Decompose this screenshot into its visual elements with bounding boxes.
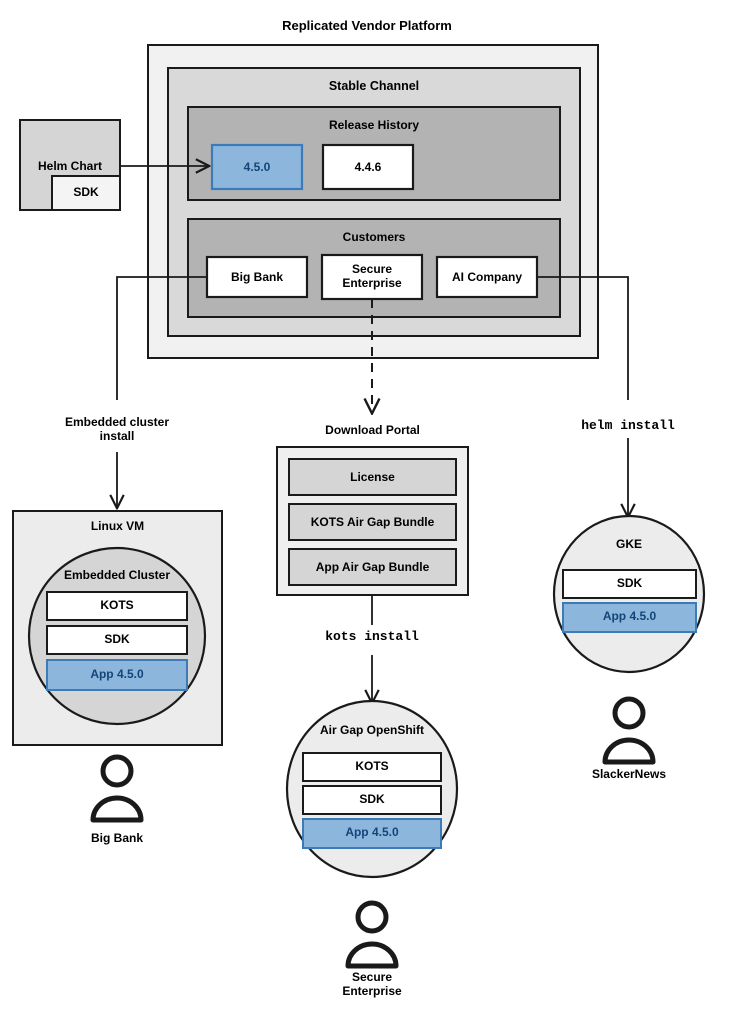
portal-artifact-kots-airgap-bundle[interactable]: [288, 503, 457, 541]
linuxvm-component-sdk[interactable]: [46, 625, 188, 655]
openshift-component-app[interactable]: [302, 818, 442, 849]
gke-component-sdk[interactable]: [562, 569, 697, 599]
customer-box-big-bank[interactable]: [205, 255, 309, 299]
openshift-component-sdk[interactable]: [302, 785, 442, 815]
customer-box-secure-enterprise[interactable]: [320, 253, 424, 301]
edge-aicompany-to-gke: [537, 276, 629, 400]
gke-component-app[interactable]: [562, 602, 697, 633]
helm-chart-sdk-box[interactable]: [51, 175, 121, 211]
release-box-446[interactable]: [321, 143, 415, 191]
actor-icon-big-bank: [90, 754, 144, 823]
portal-artifact-license[interactable]: [288, 458, 457, 496]
edge-bigbank-to-linuxvm: [116, 276, 207, 400]
actor-icon-secure-enterprise: [345, 900, 399, 969]
portal-artifact-app-airgap-bundle[interactable]: [288, 548, 457, 586]
linuxvm-component-kots[interactable]: [46, 591, 188, 621]
release-box-450[interactable]: [210, 143, 304, 191]
customer-box-ai-company[interactable]: [435, 255, 539, 299]
actor-icon-slackernews: [602, 696, 656, 765]
linuxvm-component-app[interactable]: [46, 659, 188, 691]
openshift-component-kots[interactable]: [302, 752, 442, 782]
